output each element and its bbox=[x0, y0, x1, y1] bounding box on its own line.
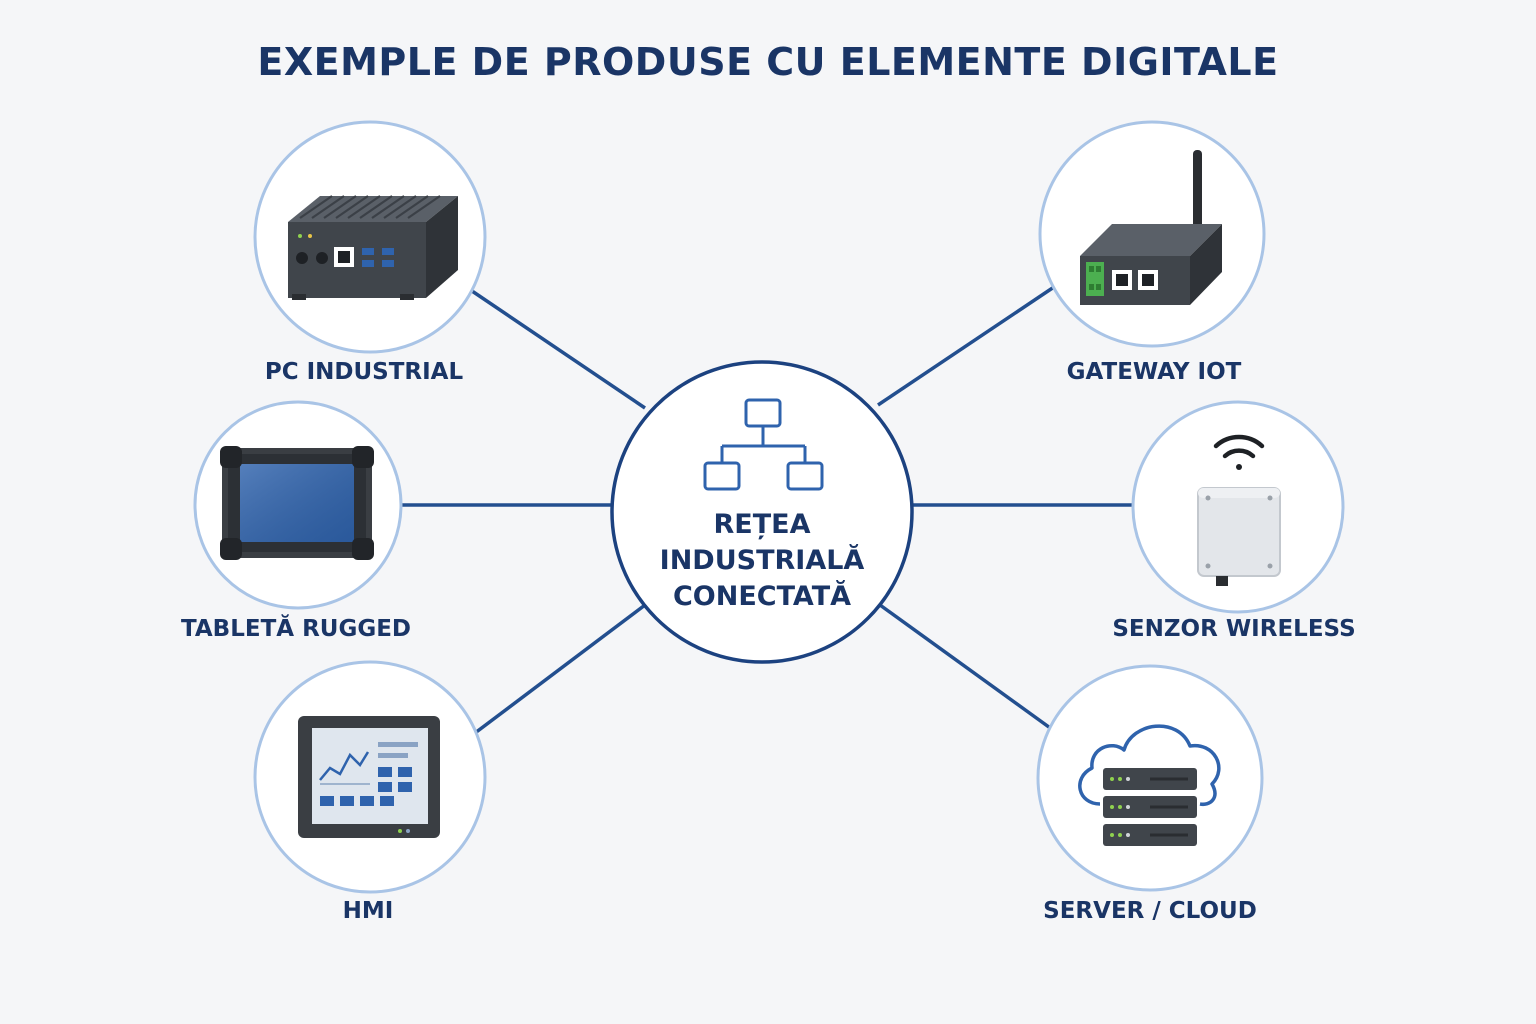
connectors bbox=[400, 285, 1134, 735]
connector-pc-industrial bbox=[471, 289, 646, 410]
device-node-hmi: HMI bbox=[253, 660, 487, 924]
server-rack-icon bbox=[1103, 768, 1197, 846]
connector-hmi bbox=[473, 603, 647, 735]
hub-label-line-1: REȚEA bbox=[714, 509, 811, 540]
cloud-icon bbox=[1078, 724, 1221, 807]
device-node-gateway-iot: GATEWAY IOT bbox=[1038, 120, 1266, 385]
hmi-panel-icon bbox=[298, 716, 440, 838]
device-node-tablet-rugged: TABLETĂ RUGGED bbox=[181, 400, 411, 642]
device-node-senzor-wireless: SENZOR WIRELESS bbox=[1112, 400, 1356, 642]
page-title: EXEMPLE DE PRODUSE CU ELEMENTE DIGITALE bbox=[257, 40, 1279, 84]
hub-node: REȚEA INDUSTRIALĂ CONECTATĂ bbox=[610, 360, 914, 664]
hub-circle bbox=[610, 360, 914, 664]
device-label-senzor-wireless: SENZOR WIRELESS bbox=[1112, 616, 1355, 642]
industrial-pc-icon bbox=[288, 195, 458, 300]
device-node-pc-industrial: PC INDUSTRIAL bbox=[253, 120, 487, 385]
hub-label-line-3: CONECTATĂ bbox=[673, 580, 851, 612]
device-label-hmi: HMI bbox=[343, 898, 394, 924]
connector-server-cloud bbox=[878, 603, 1055, 732]
connector-gateway-iot bbox=[877, 285, 1055, 407]
hub-label-line-2: INDUSTRIALĂ bbox=[660, 544, 865, 576]
device-label-gateway-iot: GATEWAY IOT bbox=[1067, 359, 1242, 385]
device-label-tablet-rugged: TABLETĂ RUGGED bbox=[181, 614, 411, 642]
wifi-icon bbox=[1213, 434, 1265, 470]
iot-gateway-icon bbox=[1080, 150, 1222, 305]
rugged-tablet-icon bbox=[220, 446, 374, 560]
network-hierarchy-icon bbox=[703, 398, 824, 491]
device-label-pc-industrial: PC INDUSTRIAL bbox=[265, 359, 464, 385]
wireless-sensor-icon bbox=[1197, 487, 1281, 586]
device-label-server-cloud: SERVER / CLOUD bbox=[1043, 898, 1257, 924]
device-node-server-cloud: SERVER / CLOUD bbox=[1036, 664, 1264, 924]
